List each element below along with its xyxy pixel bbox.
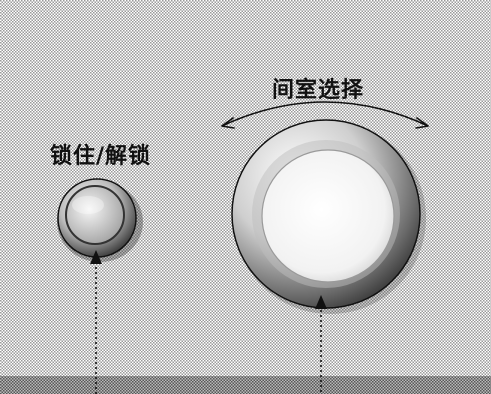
lock-unlock-label: 锁住/解锁 xyxy=(50,144,152,169)
room-select-label: 间室选择 xyxy=(272,78,365,103)
panel-bottom-edge xyxy=(0,376,491,394)
room-select-knob[interactable] xyxy=(231,119,426,314)
knob-pointer-arrow xyxy=(315,295,327,394)
lock-button-pointer-arrow xyxy=(90,250,102,394)
rotation-arc-icon xyxy=(221,101,429,129)
